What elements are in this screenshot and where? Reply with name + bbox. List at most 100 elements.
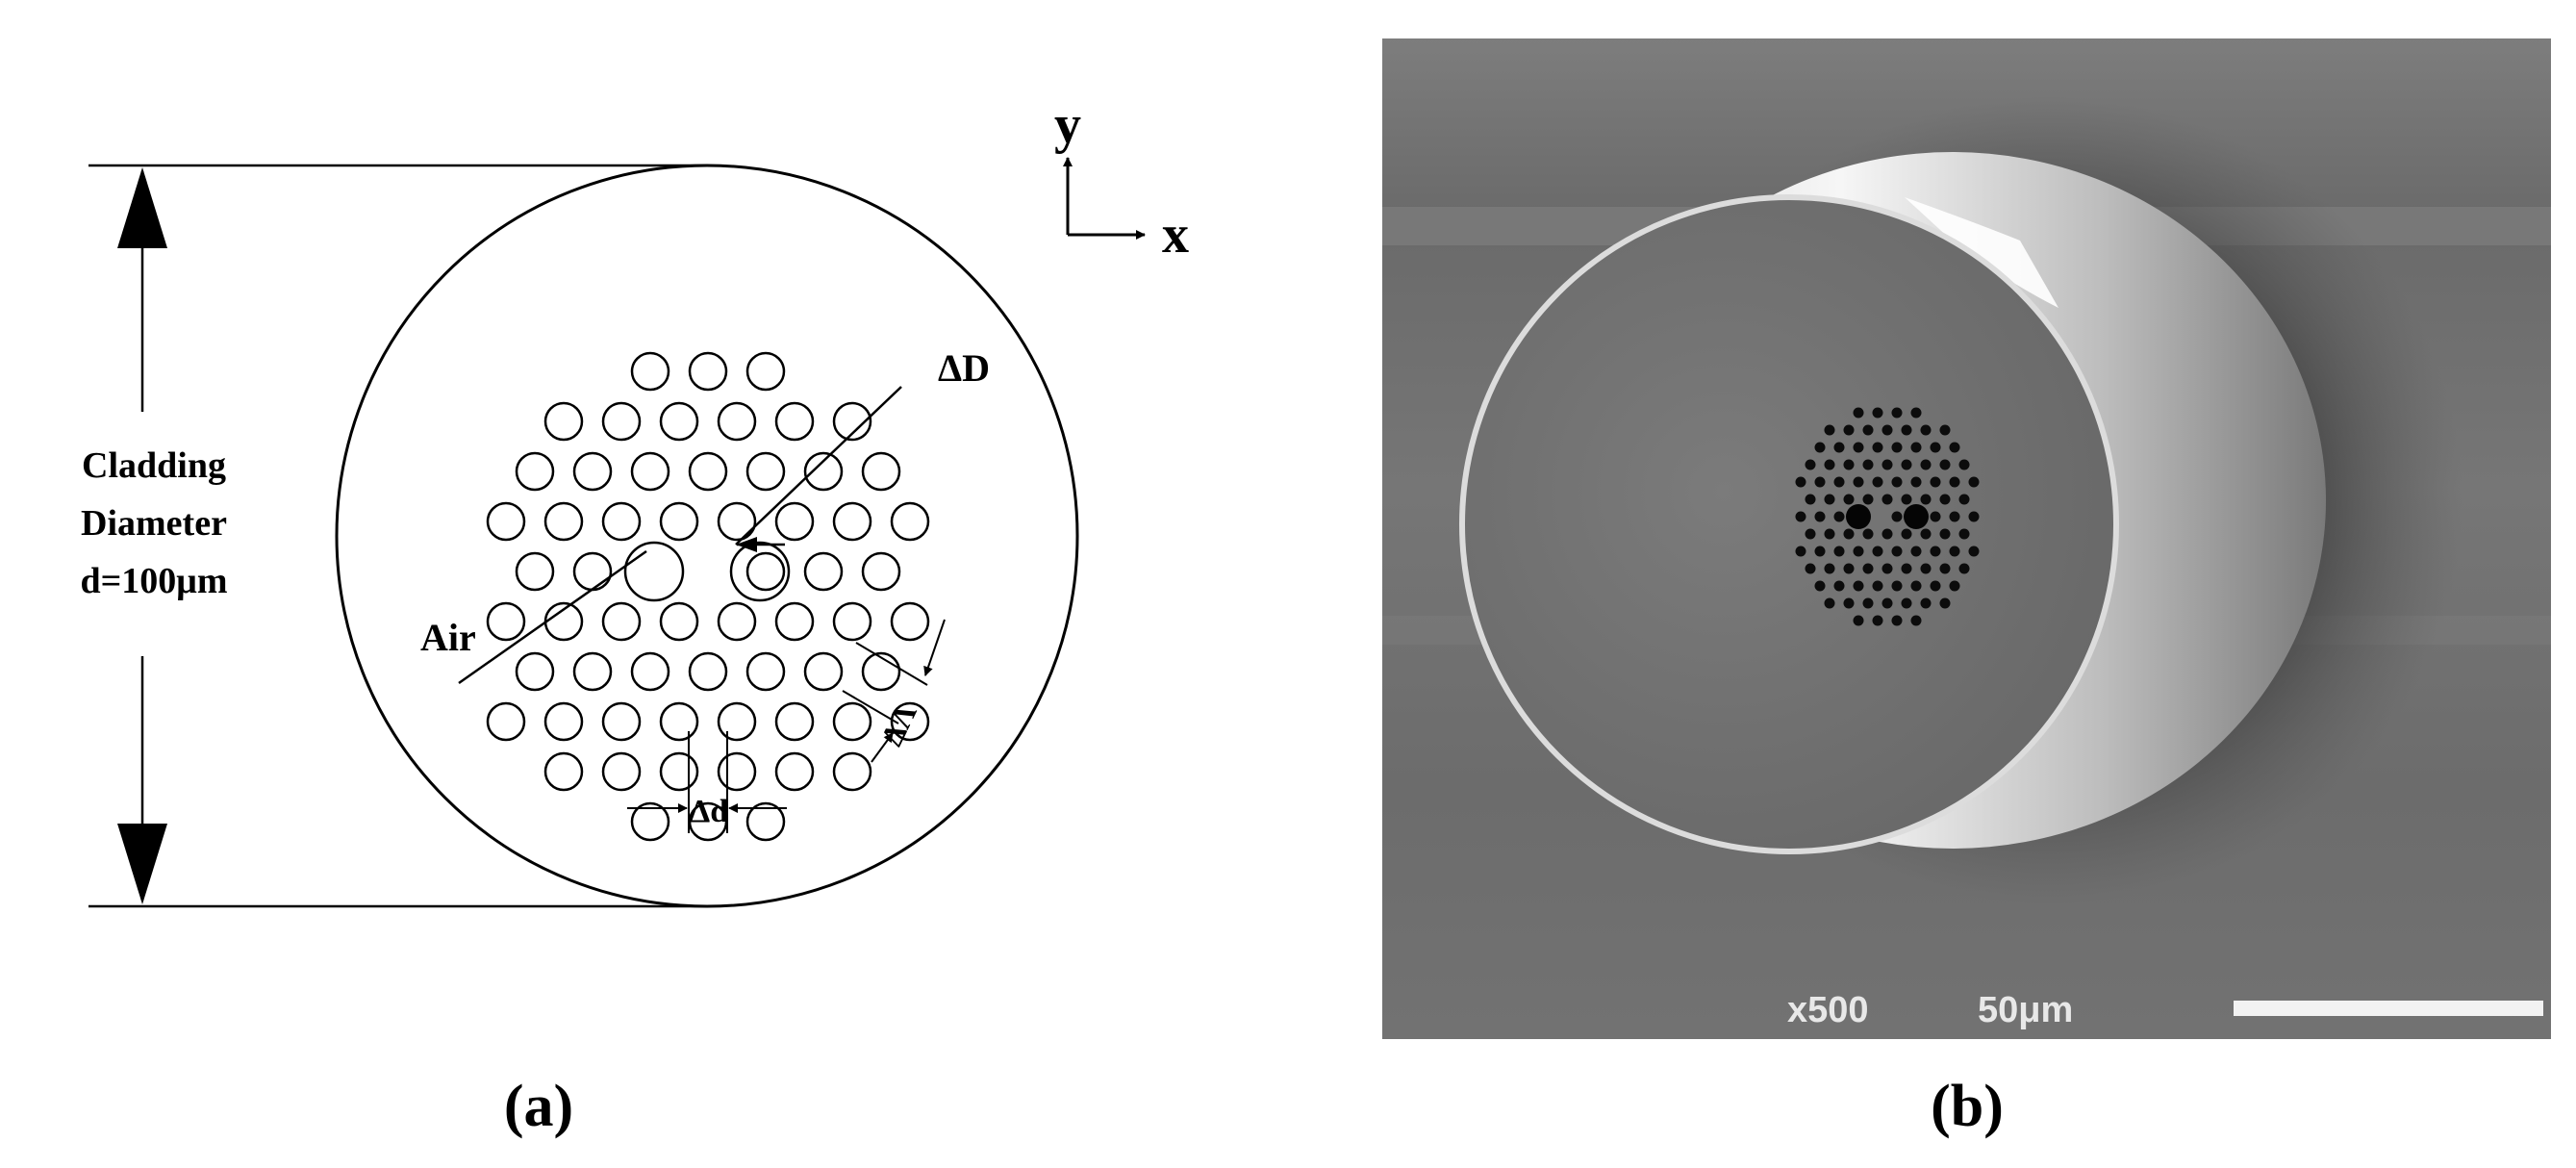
sem-air-hole (1891, 580, 1903, 592)
air-hole (717, 501, 757, 542)
sem-air-hole (1891, 407, 1903, 419)
sem-air-hole (1910, 615, 1922, 626)
diameter-arrowhead-up (117, 167, 167, 248)
sem-air-hole (1833, 511, 1845, 522)
sem-micrograph-image: x500 50μm (b) (1382, 38, 2551, 1139)
air-hole (630, 451, 670, 492)
air-hole (515, 551, 555, 592)
sem-air-hole (1862, 528, 1874, 540)
sem-air-hole (1833, 442, 1845, 453)
sem-air-hole (1862, 459, 1874, 470)
sem-air-hole (1881, 494, 1893, 505)
air-hole (803, 551, 844, 592)
sem-air-hole (1949, 476, 1960, 488)
air-hole (659, 601, 699, 642)
sem-air-hole (1843, 597, 1855, 609)
sem-air-hole (1833, 580, 1845, 592)
sem-air-hole (1853, 546, 1864, 557)
axis-x-label: x (1162, 205, 1189, 265)
air-hole (861, 451, 901, 492)
sem-air-hole (1930, 580, 1941, 592)
sem-air-hole (1833, 546, 1845, 557)
sem-air-hole (1939, 459, 1951, 470)
cladding-label-line3: d=100μm (81, 561, 228, 601)
sem-air-hole (1853, 615, 1864, 626)
air-hole (572, 551, 613, 592)
air-hole (486, 701, 526, 742)
air-hole (774, 701, 815, 742)
sem-air-hole (1910, 546, 1922, 557)
fiber-chipped-edge (1905, 197, 2058, 308)
air-hole (543, 401, 584, 442)
air-hole (601, 601, 642, 642)
delta-D-label: ΔD (938, 346, 990, 390)
sem-air-hole (1862, 563, 1874, 574)
sem-large-air-hole (1846, 504, 1871, 529)
air-hole (774, 401, 815, 442)
air-hole (543, 501, 584, 542)
air-hole (745, 801, 786, 842)
sem-air-hole (1805, 459, 1816, 470)
sem-air-hole (1939, 494, 1951, 505)
sem-air-hole (1881, 563, 1893, 574)
air-hole (601, 401, 642, 442)
sem-air-hole (1814, 546, 1826, 557)
sem-air-hole (1853, 442, 1864, 453)
sem-air-hole (1901, 563, 1912, 574)
sem-air-hole (1949, 511, 1960, 522)
sem-air-hole (1824, 528, 1835, 540)
air-hole (745, 551, 786, 592)
air-hole (832, 701, 872, 742)
delta-lambda-arrow-lower (871, 732, 894, 763)
sem-air-hole (1795, 511, 1806, 522)
sem-air-hole (1968, 476, 1980, 488)
sem-air-hole (1958, 459, 1970, 470)
air-hole (745, 651, 786, 692)
sem-air-hole (1872, 580, 1883, 592)
air-label: Air (420, 616, 476, 659)
air-hole (774, 751, 815, 792)
sem-air-hole (1862, 597, 1874, 609)
large-air-hole (623, 541, 685, 602)
sem-air-hole (1843, 563, 1855, 574)
scale-bar (2234, 1001, 2543, 1016)
sem-air-hole (1958, 528, 1970, 540)
air-hole (688, 451, 728, 492)
panel-b-caption: (b) (1931, 1074, 2004, 1139)
air-hole (717, 601, 757, 642)
sem-air-hole (1958, 494, 1970, 505)
sem-air-hole (1843, 494, 1855, 505)
air-hole (515, 451, 555, 492)
delta-d-label: Δd (690, 794, 728, 829)
sem-air-hole (1853, 476, 1864, 488)
sem-air-hole (1920, 494, 1932, 505)
sem-air-hole (1891, 615, 1903, 626)
air-hole (486, 601, 526, 642)
sem-air-hole (1881, 459, 1893, 470)
sem-air-hole (1920, 597, 1932, 609)
fiber-schematic-diagram: Cladding Diameter d=100μm y x Air ΔD Δd … (81, 95, 1189, 1139)
sem-air-hole (1853, 407, 1864, 419)
air-hole (543, 751, 584, 792)
sem-air-hole (1901, 597, 1912, 609)
sem-air-hole (1843, 424, 1855, 436)
sem-air-hole (1814, 511, 1826, 522)
sem-air-hole (1824, 563, 1835, 574)
delta-lambda-arrow-upper (923, 619, 946, 676)
delta-lambda-extension-upper (855, 642, 928, 686)
sem-air-hole (1949, 580, 1960, 592)
sem-air-hole (1824, 597, 1835, 609)
air-hole (659, 751, 699, 792)
air-hole (659, 501, 699, 542)
sem-air-hole (1881, 528, 1893, 540)
sem-air-hole (1939, 528, 1951, 540)
sem-air-hole (1920, 563, 1932, 574)
sem-air-hole (1872, 442, 1883, 453)
diameter-arrowhead-down (117, 824, 167, 904)
air-hole (601, 501, 642, 542)
air-hole (803, 651, 844, 692)
air-hole (717, 751, 757, 792)
sem-air-hole-array (1795, 407, 1980, 626)
delta-D-leader-line (735, 386, 902, 546)
sem-air-hole (1814, 580, 1826, 592)
